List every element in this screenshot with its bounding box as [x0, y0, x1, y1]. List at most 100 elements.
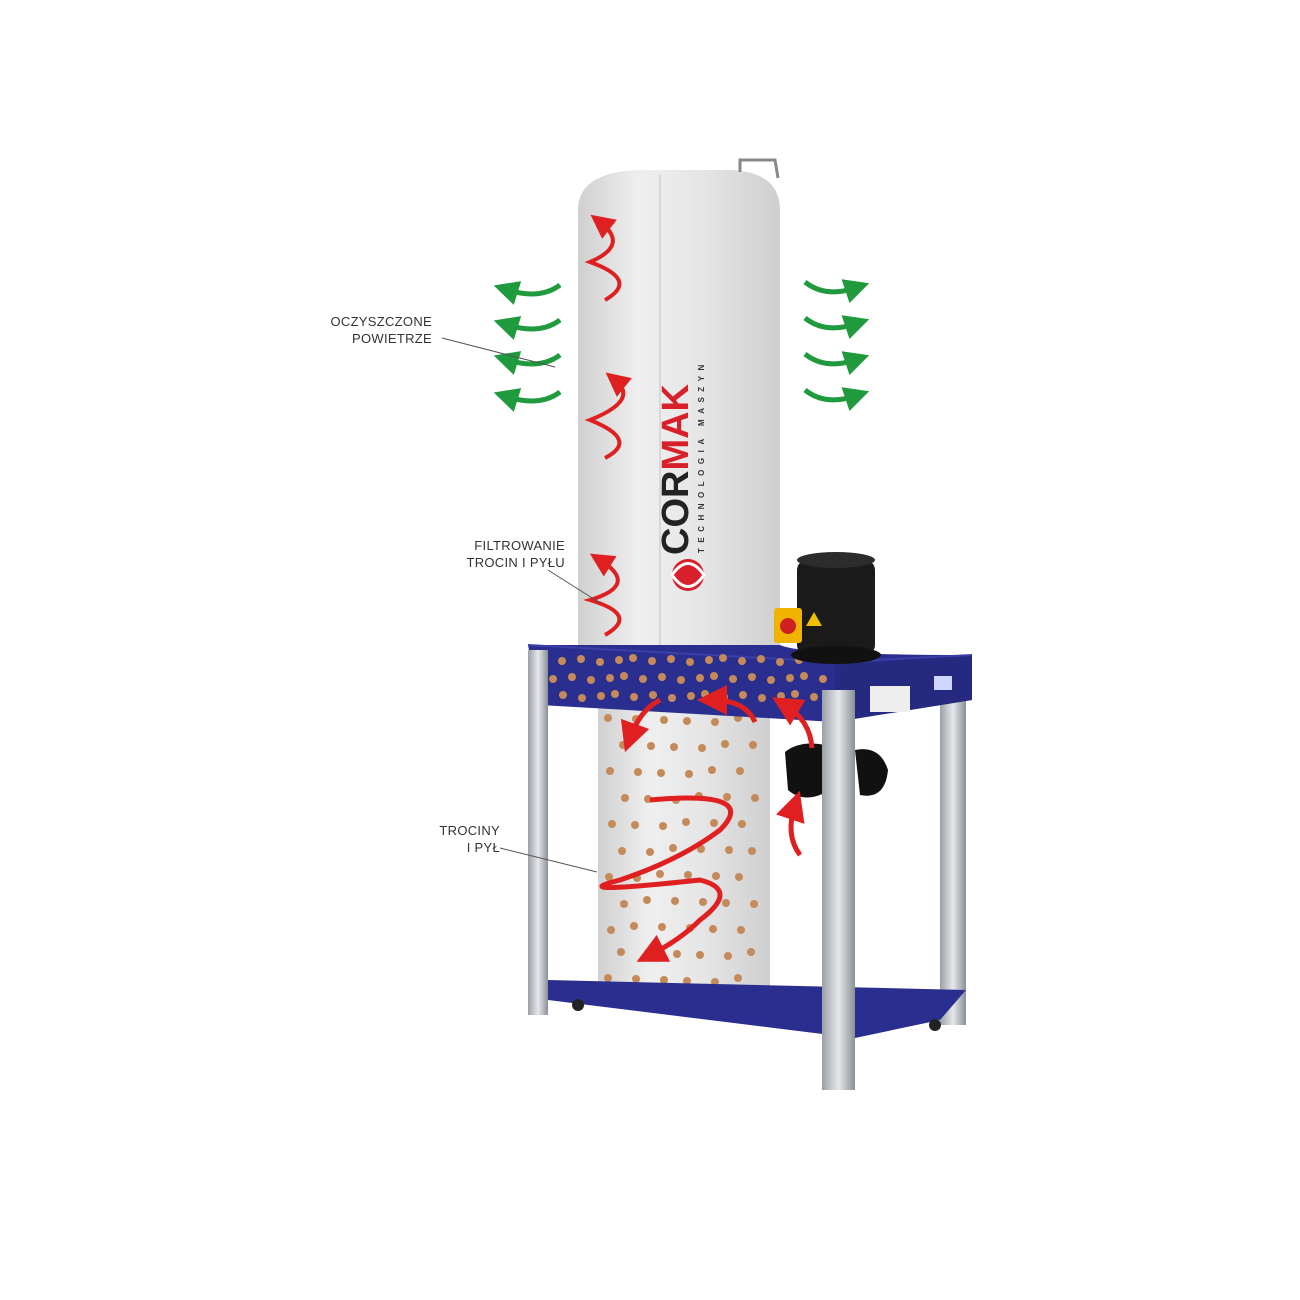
dust-particle — [749, 741, 757, 749]
label-sawdust: TROCINY I PYŁ — [439, 822, 500, 856]
dust-particle — [667, 655, 675, 663]
label-line: I PYŁ — [466, 840, 500, 855]
upper-filter-bag — [578, 158, 780, 650]
dust-particle — [729, 675, 737, 683]
dust-particle — [819, 675, 827, 683]
dust-particle — [608, 820, 616, 828]
dust-particle — [723, 793, 731, 801]
inlet-ports — [785, 743, 888, 798]
dust-particle — [658, 673, 666, 681]
red-flow-arrows — [599, 685, 815, 962]
dust-particle — [710, 672, 718, 680]
dust-particle — [709, 925, 717, 933]
dust-particle — [611, 690, 619, 698]
dust-particle — [604, 974, 612, 982]
sticker — [934, 676, 952, 690]
dust-particle — [701, 690, 709, 698]
dust-particle — [687, 692, 695, 700]
dust-particle — [722, 899, 730, 907]
dust-particle — [657, 769, 665, 777]
dust-particle — [577, 655, 585, 663]
dust-particle — [617, 948, 625, 956]
dust-particle — [738, 657, 746, 665]
dust-particle — [658, 923, 666, 931]
label-line: FILTROWANIE — [474, 538, 565, 553]
dust-particle — [597, 692, 605, 700]
label-line: TROCIN I PYŁU — [466, 555, 565, 570]
dust-particle — [659, 822, 667, 830]
dust-particle — [605, 873, 613, 881]
dust-particle — [630, 693, 638, 701]
dust-particle — [739, 691, 747, 699]
green-air-arrows — [493, 279, 870, 412]
dust-particle — [791, 690, 799, 698]
dust-particle — [721, 740, 729, 748]
dust-particle — [648, 657, 656, 665]
dust-particle — [748, 673, 756, 681]
dust-particle — [630, 922, 638, 930]
dust-particle — [705, 656, 713, 664]
dust-particle — [606, 767, 614, 775]
dust-particle — [558, 657, 566, 665]
dust-particle — [710, 819, 718, 827]
dust-particle — [606, 674, 614, 682]
dust-particle — [757, 655, 765, 663]
dust-particle — [767, 676, 775, 684]
dust-particle — [696, 674, 704, 682]
dust-particle — [673, 950, 681, 958]
dust-particle — [738, 820, 746, 828]
dust-particle — [711, 718, 719, 726]
dust-particle — [708, 766, 716, 774]
dust-particle — [683, 977, 691, 985]
dust-particle — [668, 694, 676, 702]
dust-particle — [800, 672, 808, 680]
frame-leg — [822, 690, 855, 1090]
rating-plate — [870, 686, 910, 712]
dust-particle — [578, 694, 586, 702]
dust-particle — [632, 975, 640, 983]
dust-particle — [656, 870, 664, 878]
dust-particle — [724, 952, 732, 960]
dust-particle — [751, 794, 759, 802]
dust-particle — [686, 658, 694, 666]
dust-particle — [619, 741, 627, 749]
dust-particle — [712, 872, 720, 880]
dust-particle — [685, 770, 693, 778]
dust-particle — [620, 672, 628, 680]
dust-particle — [737, 926, 745, 934]
dust-particle — [646, 848, 654, 856]
dust-particle — [549, 675, 557, 683]
dust-particle — [643, 896, 651, 904]
dust-particle — [682, 818, 690, 826]
dust-particle — [669, 844, 677, 852]
dust-particle — [747, 948, 755, 956]
dust-particle — [786, 674, 794, 682]
top-frame — [527, 644, 973, 722]
dust-particle — [677, 676, 685, 684]
dust-particle — [683, 717, 691, 725]
svg-text:TECHNOLOGIA MASZYN: TECHNOLOGIA MASZYN — [697, 359, 706, 553]
dust-particle — [810, 693, 818, 701]
dust-particle — [684, 871, 692, 879]
svg-text:CORMAK: CORMAK — [655, 383, 697, 555]
label-line: TROCINY — [439, 823, 500, 838]
dust-particle — [649, 691, 657, 699]
dust-particle — [725, 846, 733, 854]
red-spiral-arrows — [583, 214, 632, 637]
dust-particle — [660, 976, 668, 984]
dust-particle — [758, 694, 766, 702]
dust-particle — [719, 654, 727, 662]
dust-particle — [699, 898, 707, 906]
dust-particle — [660, 716, 668, 724]
dust-particle — [615, 656, 623, 664]
dust-particle — [647, 742, 655, 750]
dust-particle — [644, 795, 652, 803]
frame-leg — [940, 690, 966, 1025]
dust-particle — [634, 768, 642, 776]
dust-particle — [748, 847, 756, 855]
dust-particle — [735, 873, 743, 881]
label-filtering: FILTROWANIE TROCIN I PYŁU — [466, 537, 565, 571]
dust-particle — [777, 692, 785, 700]
frame-leg — [528, 650, 548, 1015]
